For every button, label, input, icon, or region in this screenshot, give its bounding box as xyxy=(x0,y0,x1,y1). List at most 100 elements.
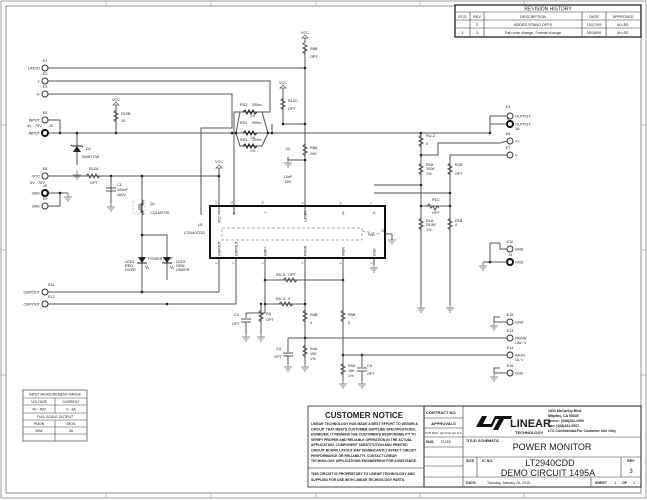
resistor-r1c: R1C OPT xyxy=(426,198,440,215)
terminal-label: V- xyxy=(515,154,519,158)
terminal-label: LATCH xyxy=(28,67,40,71)
terminal-j3-gnd[interactable]: J3 GND xyxy=(32,184,49,197)
svg-text:1%: 1% xyxy=(250,114,255,118)
terminal-e3-i-plus[interactable]: E3 I+ xyxy=(37,85,49,98)
terminal-label: INPUT xyxy=(29,132,41,136)
terminal-e1-latch[interactable]: E1 LATCH xyxy=(28,59,49,72)
ic-pin-number: 5 xyxy=(339,262,343,264)
range-header-pmon: PMON xyxy=(34,422,45,426)
led-led1: LED1 RED OVER xyxy=(125,257,150,272)
rev-description: Fab note change, Format change xyxy=(505,31,561,35)
ic-pin-number: 4 xyxy=(301,262,305,264)
svg-text:1%: 1% xyxy=(426,228,432,232)
linear-technology-logo: LINEAR TECHNOLOGY xyxy=(476,416,551,435)
terminal-e14-imon[interactable]: E14 IMON 1A / V xyxy=(490,346,525,362)
svg-text:0: 0 xyxy=(348,321,350,325)
terminal-ref: E8 xyxy=(43,167,48,171)
terminal-e4-output[interactable]: E4 OUTPUT xyxy=(500,105,531,120)
customer-notice: CUSTOMER NOTICE LINEAR TECHNOLOGY HAS MA… xyxy=(307,405,425,488)
terminal-label: GND xyxy=(515,248,524,252)
svg-text:0: 0 xyxy=(288,297,290,301)
svg-text:D2: D2 xyxy=(86,147,91,151)
ic-u1[interactable]: U1 LT2940CDD PAD 13 VCC12I+11I-10LATCH9V… xyxy=(184,200,396,264)
eng-name: M.LEE xyxy=(441,440,452,444)
terminal-e2-i-minus[interactable]: E2 I- xyxy=(38,72,49,85)
svg-text:1%: 1% xyxy=(250,149,255,153)
svg-text:R4A: R4A xyxy=(310,347,318,351)
terminal-e8-vcc[interactable]: E8 VCC 6V - 75V xyxy=(30,167,49,185)
terminal-label: VCC xyxy=(32,175,40,179)
ic-pin-number: 9 xyxy=(301,202,305,204)
resistor-r12a: R12A OPT xyxy=(85,167,101,185)
led-led2: LED2 GRN UNDER xyxy=(162,257,190,272)
range-voltage: 4V - 40V xyxy=(32,408,46,412)
terminal-ref: J3 xyxy=(43,184,47,188)
pcb-des-label: PCB DES. HA PUH HA,S S xyxy=(425,431,462,435)
svg-text:R12B: R12B xyxy=(121,112,131,116)
title-block: CONTRACT NO. APPROVALS PCB DES. HA PUH H… xyxy=(423,405,642,488)
svg-text:R3: R3 xyxy=(266,312,271,316)
revision-history-table: REVISION HISTORY ECO REV DESCRIPTION DAT… xyxy=(454,4,642,38)
terminal-e11-cmpout[interactable]: E11 CMPOUT xyxy=(24,283,55,296)
terminal-e10-gnd[interactable]: E10 GND xyxy=(499,240,524,253)
resistor-r4b: R4B 0 xyxy=(301,309,318,325)
terminal-e9-gnd[interactable]: E9 GND xyxy=(32,197,49,210)
rev-rev: 3 xyxy=(476,31,478,35)
svg-text:200m: 200m xyxy=(252,103,262,107)
svg-text:OPT: OPT xyxy=(432,211,440,215)
resistor-rs3: RS3 200m 1% xyxy=(240,138,262,153)
svg-text:GRN: GRN xyxy=(176,264,185,268)
rev-header-date: DATE xyxy=(589,15,599,19)
terminal-j4-gnd[interactable]: J4 GND xyxy=(500,253,524,266)
of-label: OF xyxy=(622,481,628,485)
terminal-e5-input[interactable]: E5 INPUT xyxy=(29,111,49,124)
vcc-symbols: VCC VCC VCC VCC xyxy=(112,31,309,169)
input-measurement-range-table: INPUT MEASUREMENT RANGE VOLTAGE CURRENT … xyxy=(22,389,88,442)
terminal-ref: E7 xyxy=(506,146,511,150)
svg-text:R1B: R1B xyxy=(455,219,463,223)
demo-circuit-number: DEMO CIRCUIT 1495A xyxy=(501,468,595,478)
svg-text:25.5K: 25.5K xyxy=(426,223,436,227)
approvals-label: APPROVALS xyxy=(431,421,456,426)
terminal-label: GND xyxy=(515,321,524,325)
vcc-r12c: VCC xyxy=(279,81,287,89)
logo-linear: LINEAR xyxy=(510,418,551,430)
terminal-e12-cmpout[interactable]: E12 CMPOUT xyxy=(24,295,55,308)
terminal-ref: E12 xyxy=(48,295,55,299)
terminal-range: 6V - 75V xyxy=(30,181,45,185)
terminal-ref: J1 xyxy=(506,117,510,121)
sheet-label: SHEET xyxy=(595,481,608,485)
terminal-e15-gnd[interactable]: E15 GND xyxy=(494,313,524,326)
diode-d2: D2 SMAT70A xyxy=(70,144,99,159)
svg-text:OPT: OPT xyxy=(367,372,375,376)
svg-text:0: 0 xyxy=(310,321,312,325)
range-header-imon: IMON xyxy=(66,422,76,426)
svg-text:VCC: VCC xyxy=(215,160,223,164)
contract-no-label: CONTRACT NO. xyxy=(426,410,457,415)
terminal-e6-v-plus[interactable]: E6 V+ xyxy=(499,132,521,145)
terminal-e16-gnd[interactable]: E16 GND xyxy=(494,364,524,377)
resistor-r12b: R12B 10 xyxy=(112,109,131,123)
svg-text:R4B: R4B xyxy=(310,313,318,317)
ic-pin-label: VCC xyxy=(218,215,222,223)
revision-history-title: REVISION HISTORY xyxy=(524,7,572,13)
terminal-j2-input[interactable]: 4V - 75V J2 INPUT xyxy=(27,124,53,137)
terminal-label: CMPOUT xyxy=(24,291,41,295)
terminal-e7-v-minus[interactable]: E7 V- xyxy=(500,146,519,159)
transistor-q1: Q1 CQLM2700 xyxy=(132,199,169,215)
terminal-ref: E6 xyxy=(506,132,511,136)
svg-text:RS3: RS3 xyxy=(240,138,247,142)
resistor-ru2: RU-2 0 xyxy=(417,134,435,148)
svg-text:OVER: OVER xyxy=(125,268,136,272)
terminal-e13-pmon[interactable]: E13 PMON 10W / V xyxy=(490,329,527,345)
svg-text:OPT: OPT xyxy=(266,318,274,322)
svg-text:15K: 15K xyxy=(348,369,355,373)
svg-text:CQLM2700: CQLM2700 xyxy=(150,211,169,215)
rev-date: 10/17/09 xyxy=(587,23,602,27)
svg-text:1%: 1% xyxy=(310,357,316,361)
range-table-subtitle: FULL SCALE OUTPUT xyxy=(37,415,74,419)
terminal-j1-output[interactable]: J1 OUTPUT 3A xyxy=(500,117,531,132)
